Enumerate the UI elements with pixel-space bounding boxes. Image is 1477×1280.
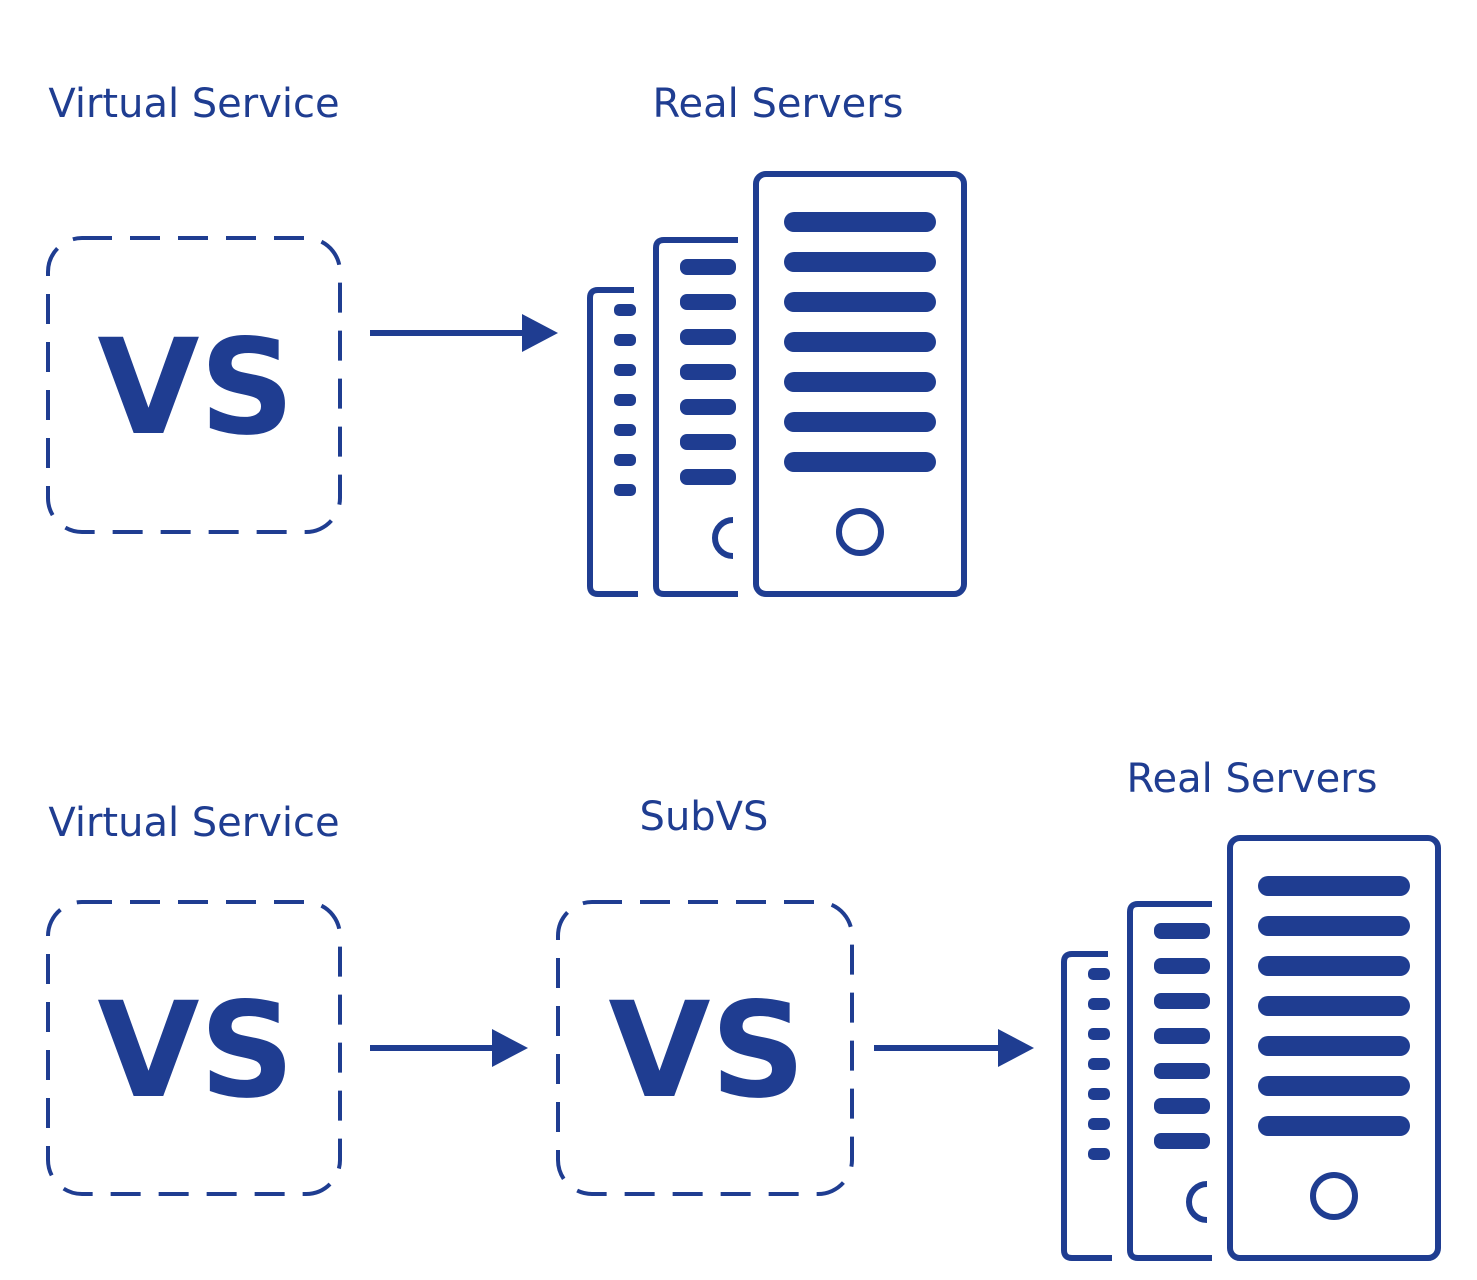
vs-box-text: VS bbox=[97, 311, 294, 465]
arrow-right-icon bbox=[370, 314, 558, 352]
virtual-service-label: Virtual Service bbox=[48, 800, 339, 846]
arrow-right-icon bbox=[874, 1029, 1034, 1067]
server-stack-icon bbox=[590, 174, 964, 594]
real-servers-label: Real Servers bbox=[1127, 756, 1378, 802]
real-servers-label: Real Servers bbox=[653, 81, 904, 127]
server-stack-icon bbox=[1064, 838, 1438, 1258]
subvs-label: SubVS bbox=[640, 794, 769, 840]
row-2: Virtual Service VS SubVS VS Real Servers bbox=[46, 756, 1438, 1258]
arrow-right-icon bbox=[370, 1029, 528, 1067]
dashed-box-icon bbox=[556, 900, 854, 1196]
subvs-box-text: VS bbox=[608, 974, 805, 1128]
vs-box-text: VS bbox=[97, 974, 294, 1128]
dashed-box-icon bbox=[46, 236, 342, 534]
dashed-box-icon bbox=[46, 900, 342, 1196]
virtual-service-label: Virtual Service bbox=[48, 81, 339, 127]
row-1: Virtual Service VS Real Servers bbox=[46, 81, 964, 594]
